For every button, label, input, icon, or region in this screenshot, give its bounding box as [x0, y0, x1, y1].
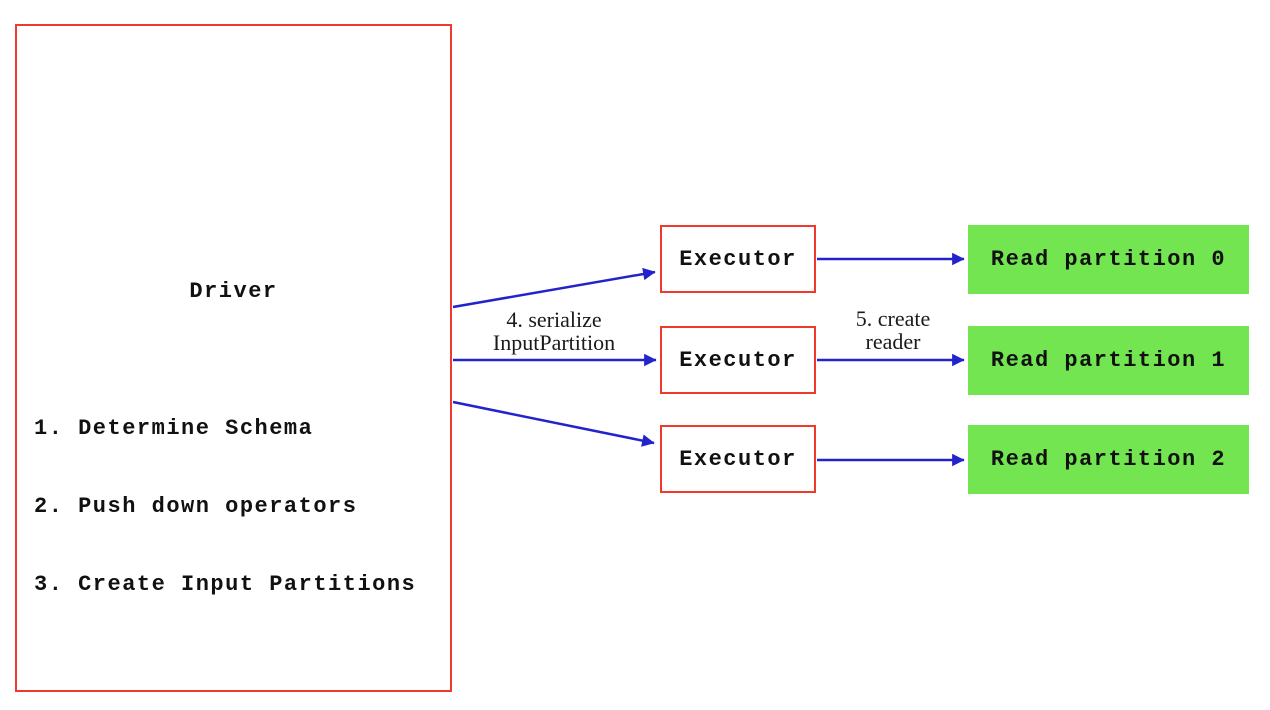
- edge-label-serialize-line2: InputPartition: [492, 330, 616, 355]
- driver-step-1: 1. Determine Schema: [34, 416, 314, 441]
- executor-label-3: Executor: [679, 446, 797, 472]
- executor-label-1: Executor: [679, 246, 797, 272]
- executor-box-1: Executor: [660, 225, 816, 293]
- edge-label-reader-line1: 5. create: [855, 306, 931, 331]
- driver-step-2: 2. Push down operators: [34, 494, 358, 519]
- edge-label-reader-line2: reader: [865, 329, 921, 354]
- read-partition-box-0: Read partition 0: [968, 225, 1249, 294]
- edge-label-serialize-line1: 4. serialize: [506, 307, 602, 332]
- driver-title: Driver: [189, 279, 278, 304]
- read-partition-label-0: Read partition 0: [990, 247, 1227, 272]
- read-partition-label-1: Read partition 1: [990, 348, 1227, 373]
- driver-step-3: 3. Create Input Partitions: [34, 572, 417, 597]
- executor-label-2: Executor: [679, 347, 797, 373]
- arrow-driver-to-executor-3: [452, 400, 655, 447]
- edge-label-create-reader: 5. create reader: [813, 307, 973, 353]
- read-partition-box-1: Read partition 1: [968, 326, 1249, 395]
- executor-box-2: Executor: [660, 326, 816, 394]
- edge-label-serialize-inputpartition: 4. serialize InputPartition: [454, 308, 654, 354]
- read-partition-box-2: Read partition 2: [968, 425, 1249, 494]
- executor-box-3: Executor: [660, 425, 816, 493]
- arrow-driver-to-executor-1: [452, 267, 656, 309]
- read-partition-label-2: Read partition 2: [990, 447, 1227, 472]
- driver-steps-list: 1. Determine Schema 2. Push down operato…: [34, 364, 416, 650]
- driver-box: Driver 1. Determine Schema 2. Push down …: [15, 24, 452, 692]
